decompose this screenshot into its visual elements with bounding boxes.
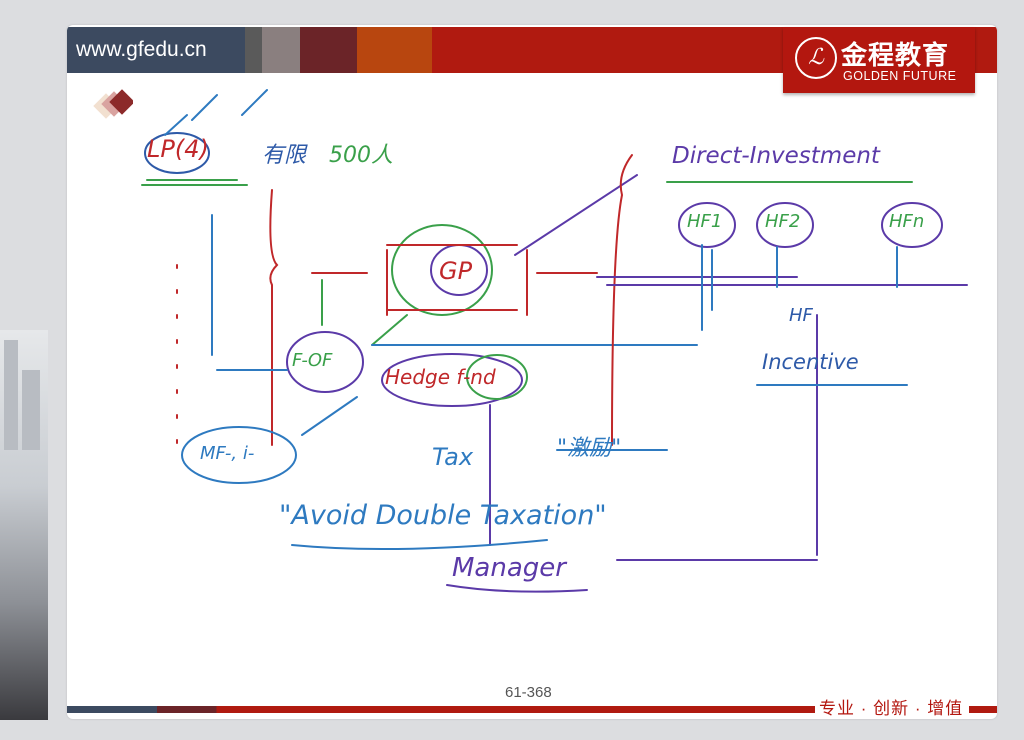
fof-label: F-OF bbox=[292, 350, 333, 371]
site-url: www.gfedu.cn bbox=[76, 38, 207, 61]
manager-label: Manager bbox=[452, 553, 566, 583]
handwriting-strokes bbox=[141, 89, 968, 593]
footer-line bbox=[67, 706, 815, 713]
page-number: 61-368 bbox=[505, 684, 552, 701]
limit-500-label: 500人 bbox=[329, 143, 393, 168]
gp-label: GP bbox=[439, 257, 473, 285]
logo-seal-icon: ℒ bbox=[795, 37, 837, 79]
footer-line-end bbox=[969, 706, 997, 713]
lp-label: LP(4) bbox=[147, 135, 209, 163]
limited-label: 有限 bbox=[262, 143, 307, 168]
incentive-label: Incentive bbox=[762, 350, 859, 374]
hfn-label: HFn bbox=[889, 211, 925, 232]
hf-arrow-label: HF bbox=[789, 305, 813, 326]
hf1-label: HF1 bbox=[687, 211, 723, 232]
mf-label: MF-, i- bbox=[200, 443, 255, 464]
hedge-fund-label: Hedge f-nd bbox=[385, 365, 496, 389]
hf2-label: HF2 bbox=[765, 211, 801, 232]
logo-chinese: 金程教育 bbox=[841, 40, 950, 70]
diamond-decoration-icon bbox=[93, 89, 133, 119]
avoid-double-taxation-label: "Avoid Double Taxation" bbox=[279, 500, 607, 531]
tax-label: Tax bbox=[432, 443, 474, 471]
logo-english: GOLDEN FUTURE bbox=[843, 69, 957, 83]
direct-investment-label: Direct-Investment bbox=[672, 143, 880, 169]
background-cityscape bbox=[0, 330, 48, 720]
fee-cn-label: "激励" bbox=[557, 436, 622, 461]
presentation-slide: www.gfedu.cn ℒ 金程教育 GOLDEN FUTURE bbox=[67, 25, 997, 719]
footer-tagline: 专业 · 创新 · 增值 bbox=[819, 699, 964, 718]
brand-logo: ℒ 金程教育 GOLDEN FUTURE bbox=[783, 27, 975, 93]
